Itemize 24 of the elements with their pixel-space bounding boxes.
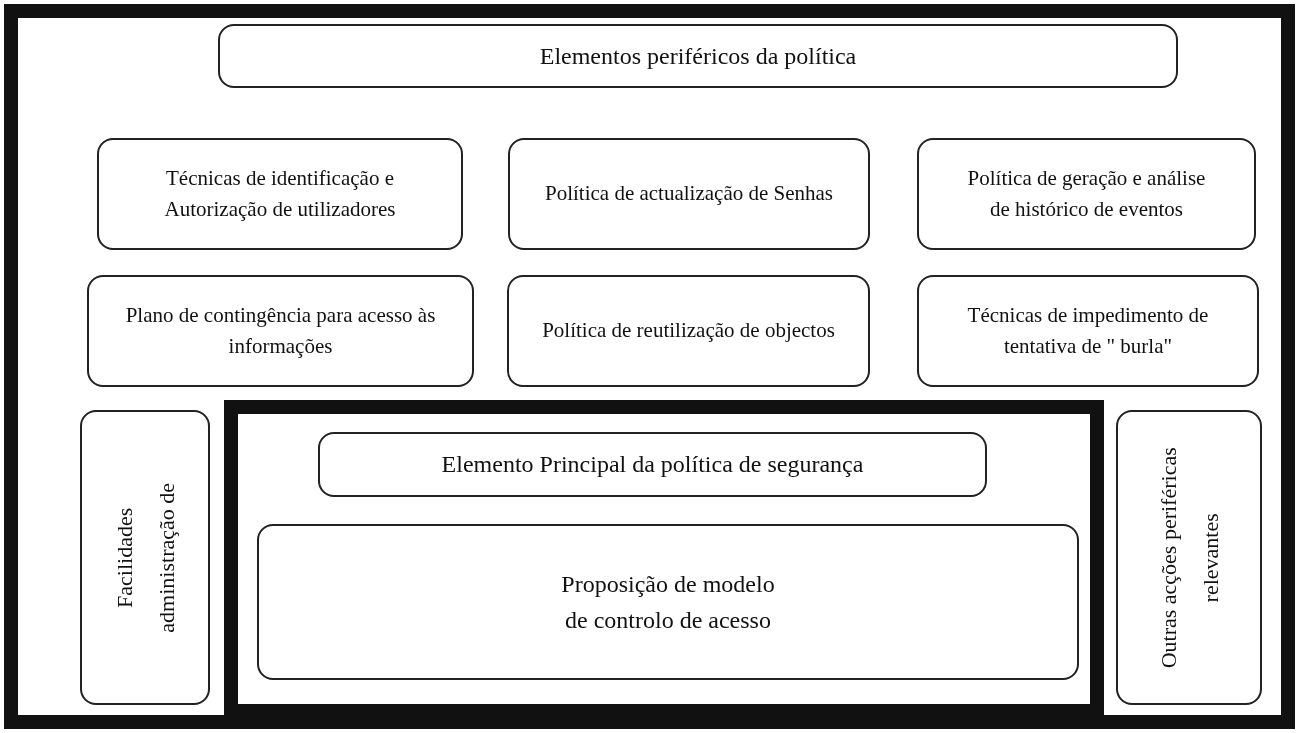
box-text: Técnicas de identificação e Autorização de utilizadores — [163, 164, 397, 223]
rounded-box — [97, 138, 463, 250]
rounded-box — [917, 275, 1259, 387]
rounded-box — [218, 24, 1178, 88]
rounded-box — [917, 138, 1256, 250]
frame-box — [224, 400, 1104, 718]
box-text: Facilidades administração de — [110, 481, 180, 635]
box-text: Plano de contingência para acesso às informações — [124, 301, 437, 360]
vertical-label-box — [80, 410, 210, 705]
box-text: Técnicas de impedimento de tentativa de " burla" — [966, 301, 1210, 360]
box-text: Elementos periféricos da política — [538, 41, 858, 71]
rounded-box — [257, 524, 1079, 680]
vertical-label-box — [1116, 410, 1262, 705]
rounded-box — [87, 275, 474, 387]
box-text: Elemento Principal da política de segurança — [440, 450, 865, 480]
rounded-box — [318, 432, 987, 497]
rounded-box — [508, 138, 870, 250]
box-text: Outras acções periféricas relevantes — [1154, 445, 1223, 671]
box-text: Proposição de modelo de controlo de acesso — [560, 570, 776, 635]
rounded-box — [507, 275, 870, 387]
box-text: Política de geração e análise de histórico de eventos — [966, 164, 1207, 223]
box-text: Política de reutilização de objectos — [541, 317, 836, 345]
box-text: Política de actualização de Senhas — [543, 180, 834, 208]
frame-box — [4, 4, 1295, 729]
